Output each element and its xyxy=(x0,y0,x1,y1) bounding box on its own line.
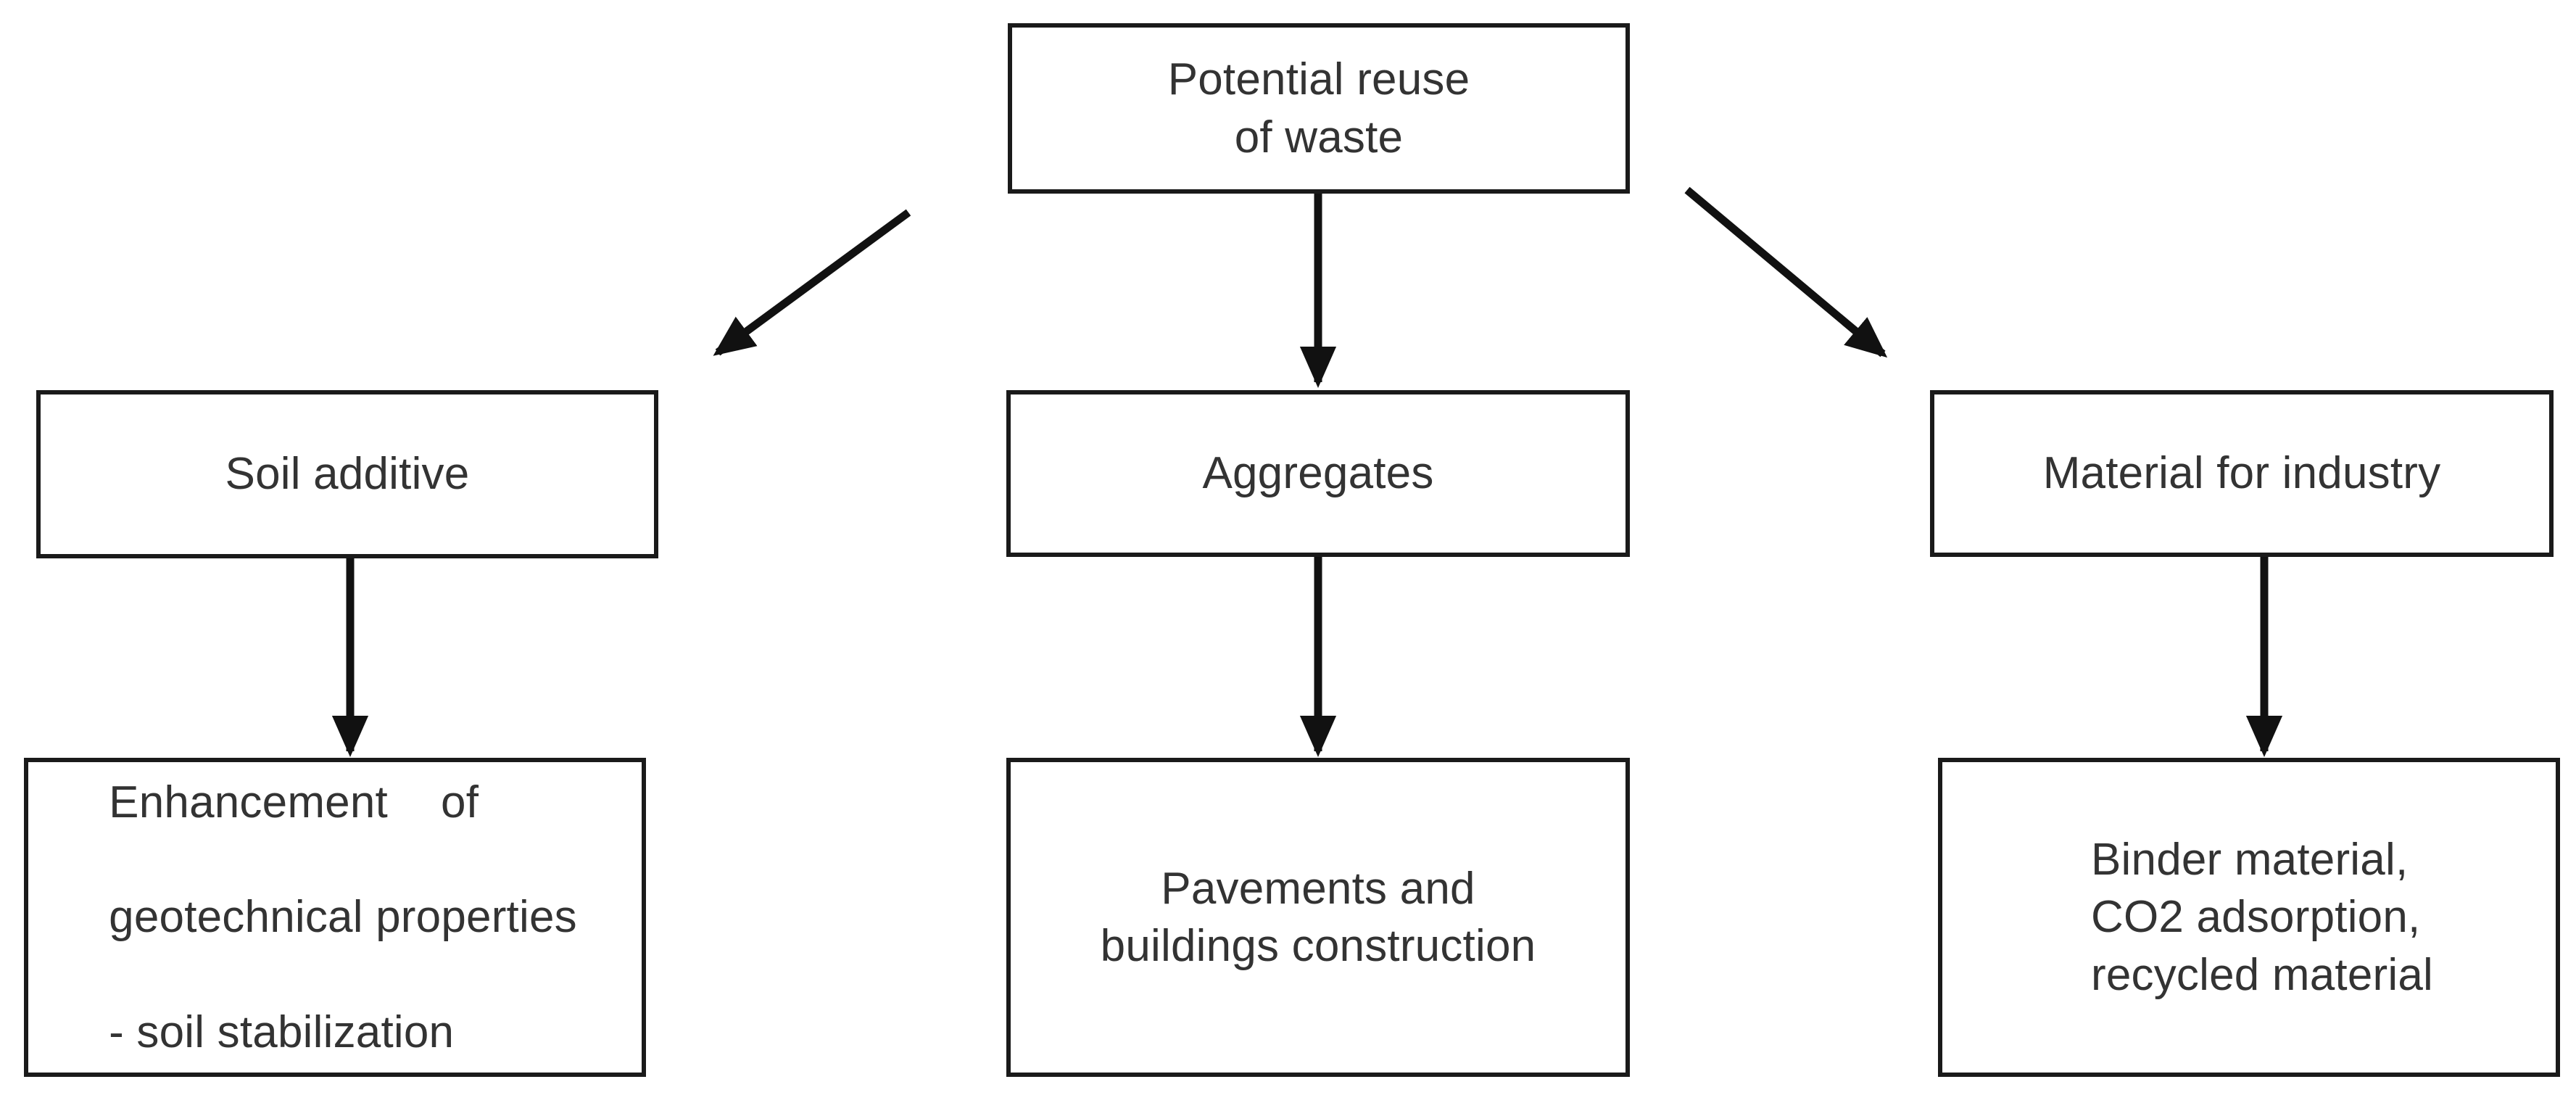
node-pavements-and-buildings-construction[interactable]: Pavements and buildings construction xyxy=(1006,758,1630,1077)
node-label-enhancement-line-1-left: Enhancement xyxy=(109,777,388,827)
node-label-enhancement-line-2: geotechnical properties xyxy=(109,892,577,943)
node-material-for-industry[interactable]: Material for industry xyxy=(1930,390,2554,557)
node-potential-reuse-of-waste[interactable]: Potential reuse of waste xyxy=(1008,23,1630,194)
connector-root-to-soil-additive xyxy=(713,209,911,356)
node-label-pavements: Pavements and buildings construction xyxy=(1100,863,1536,971)
node-label-potential-reuse-of-waste: Potential reuse of waste xyxy=(1167,54,1470,162)
node-label-aggregates: Aggregates xyxy=(1202,448,1434,499)
node-enhancement-of-geotechnical-properties[interactable]: Enhancement of geotechnical properties - … xyxy=(24,758,646,1077)
connector-root-to-material-for-industry xyxy=(1684,186,1888,358)
node-label-enhancement-line-1: Enhancement of xyxy=(109,774,479,831)
node-binder-material[interactable]: Binder material, CO2 adsorption, recycle… xyxy=(1938,758,2560,1077)
node-label-soil-additive: Soil additive xyxy=(225,449,470,500)
node-label-material-for-industry: Material for industry xyxy=(2042,448,2441,499)
node-label-binder: Binder material, CO2 adsorption, recycle… xyxy=(2090,834,2433,1000)
node-aggregates[interactable]: Aggregates xyxy=(1006,390,1630,557)
node-label-enhancement-line-1-right: of xyxy=(441,777,479,827)
node-label-enhancement-line-3: - soil stabilization xyxy=(109,1007,455,1058)
node-label-enhancement: Enhancement of geotechnical properties - … xyxy=(93,716,577,1095)
node-soil-additive[interactable]: Soil additive xyxy=(36,390,658,558)
